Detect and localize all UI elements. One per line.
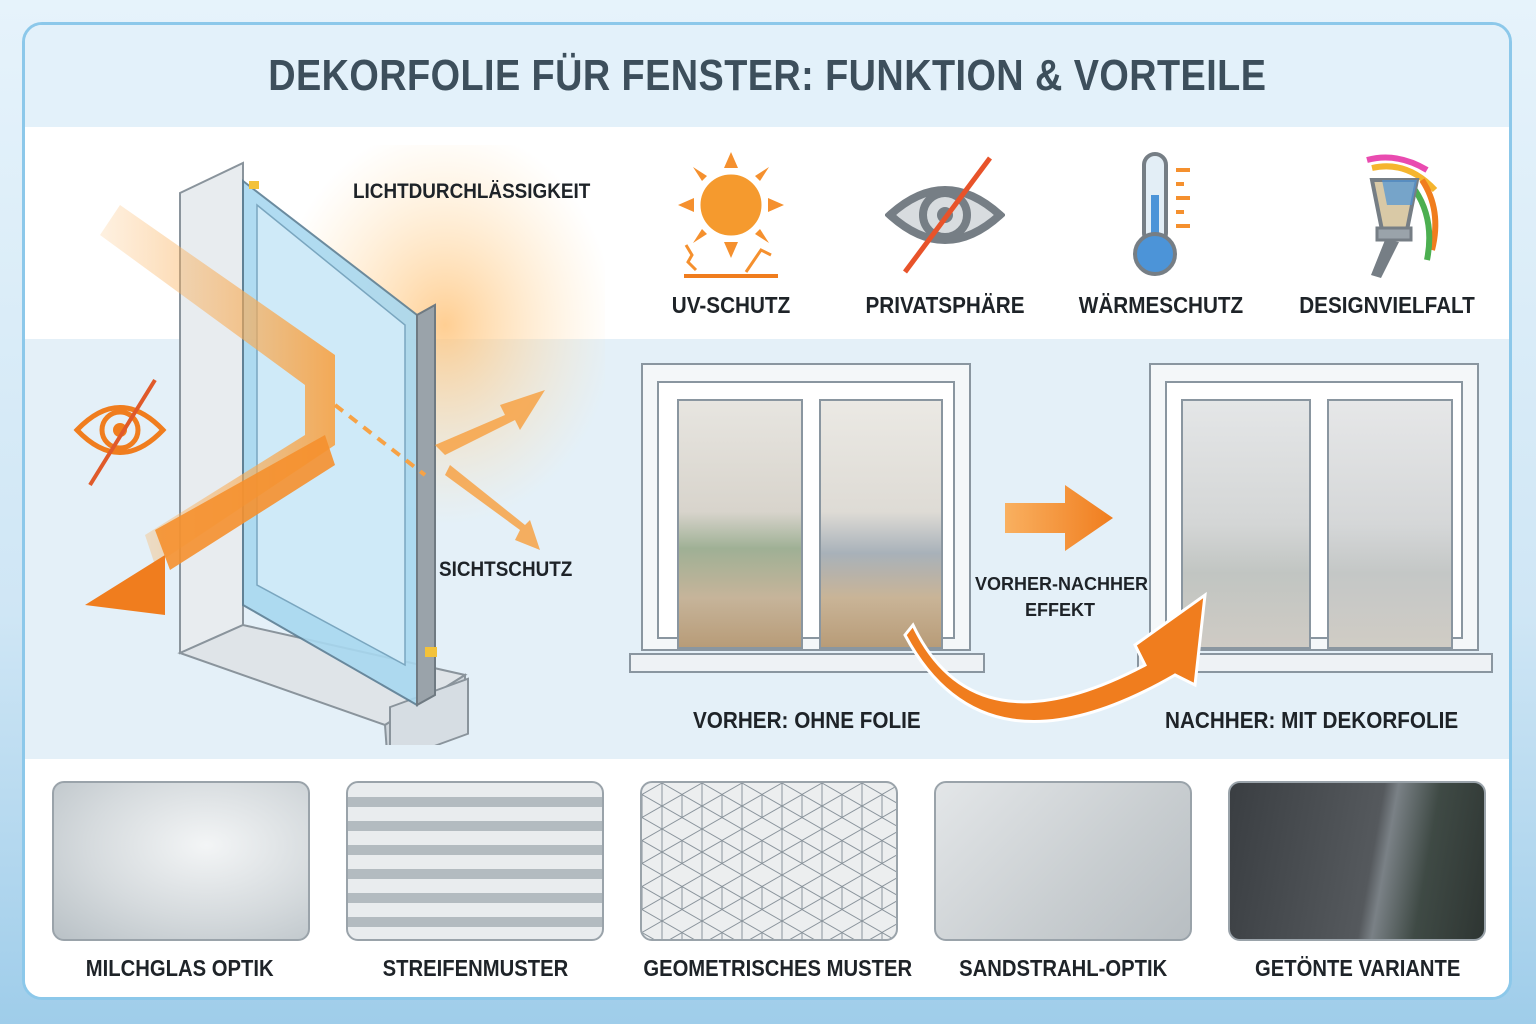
variant-label-text: MILCHGLAS OPTIK (86, 955, 274, 981)
after-pane-left (1181, 399, 1311, 649)
swatch-frosted-glass (52, 781, 310, 941)
variant-label: STREIFENMUSTER (330, 955, 620, 982)
after-window (1137, 363, 1493, 673)
effect-line2: EFFEKT (1025, 600, 1095, 620)
variant-label-text: SANDSTRAHL-OPTIK (958, 955, 1168, 981)
after-pane-right (1327, 399, 1453, 649)
variant-label: GEOMETRISCHES MUSTER (625, 955, 915, 982)
feature-uv-protection: UV-SCHUTZ (631, 150, 831, 319)
sun-uv-icon (678, 152, 784, 278)
window-cross-section-icon (73, 145, 605, 745)
variant-label-text: GEOMETRISCHES MUSTER (643, 955, 913, 981)
before-pane-left (677, 399, 803, 649)
arrow-right-icon (1005, 485, 1113, 551)
feature-label: UV-SCHUTZ (671, 292, 791, 318)
curved-arrow-icon (903, 591, 1207, 724)
swatch-sandblast (934, 781, 1192, 941)
before-label: VORHER: OHNE FOLIE (693, 707, 921, 733)
variant-label: GETÖNTE VARIANTE (1213, 955, 1503, 982)
label-privacy-screen: SICHTSCHUTZ (439, 558, 573, 581)
eye-crossed-icon (885, 156, 1005, 274)
variant-label-text: STREIFENMUSTER (382, 955, 568, 981)
after-label: NACHHER: MIT DEKORFOLIE (1165, 707, 1459, 733)
page-title: DEKORFOLIE FÜR FENSTER: FUNKTION & VORTE… (267, 51, 1267, 100)
feature-label: WÄRMESCHUTZ (1078, 292, 1244, 318)
swatch-tinted (1228, 781, 1486, 941)
label-light-transmission: LICHTDURCHLÄSSIGKEIT (353, 180, 591, 203)
variant-label: SANDSTRAHL-OPTIK (918, 955, 1208, 982)
effect-line1: VORHER-NACHHER (975, 574, 1149, 594)
swatch-geometric (640, 781, 898, 941)
infographic-card: DEKORFOLIE FÜR FENSTER: FUNKTION & VORTE… (22, 22, 1512, 1000)
title-band: DEKORFOLIE FÜR FENSTER: FUNKTION & VORTE… (25, 25, 1509, 127)
variant-label-text: GETÖNTE VARIANTE (1255, 955, 1461, 981)
thermometer-icon (1133, 152, 1190, 276)
variant-label: MILCHGLAS OPTIK (35, 955, 325, 982)
before-window (629, 363, 985, 673)
feature-design-variety: DESIGNVIELFALT (1287, 150, 1487, 319)
effect-label: VORHER-NACHHER EFFEKT (975, 571, 1149, 623)
swatch-stripes (346, 781, 604, 941)
eye-crossed-icon (73, 378, 167, 487)
feature-privacy: PRIVATSPHÄRE (845, 150, 1045, 319)
before-pane-right (819, 399, 943, 649)
feature-label: DESIGNVIELFALT (1299, 292, 1475, 318)
feature-label: PRIVATSPHÄRE (865, 292, 1025, 318)
feature-thermal-protection: WÄRMESCHUTZ (1061, 150, 1261, 319)
paintbrush-icon (1366, 154, 1439, 278)
